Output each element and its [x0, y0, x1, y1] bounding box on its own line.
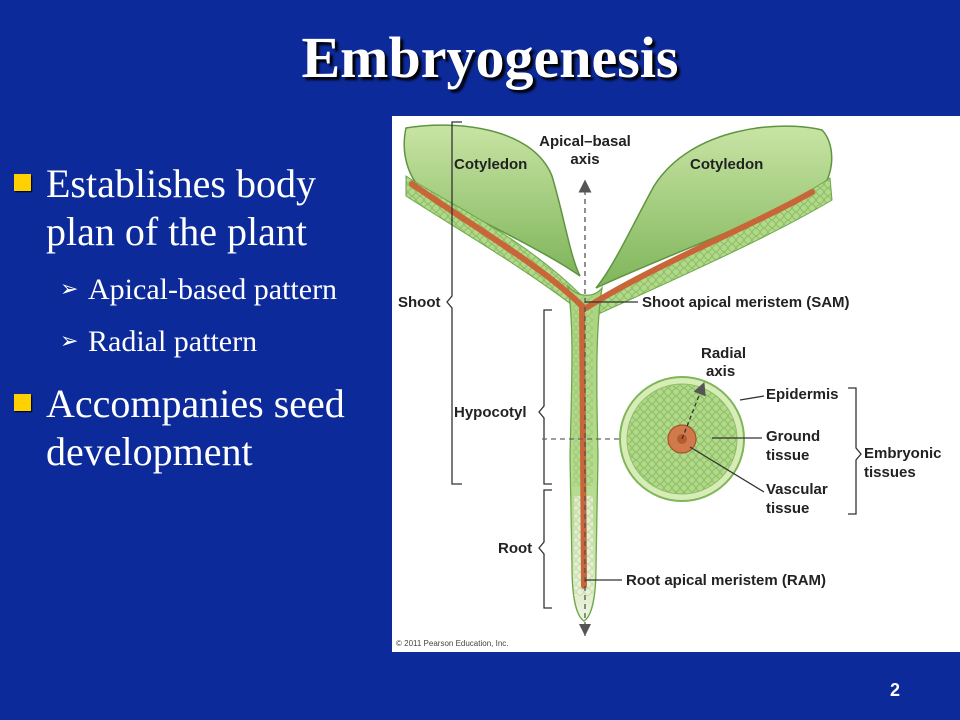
- seedling-diagram: Apical–basal axis Cotyledon Cotyledon Sh…: [396, 121, 942, 648]
- sub-bullet-arrow-icon: ➢: [60, 277, 79, 302]
- sub-bullet-apical-based: Apical-based pattern: [88, 273, 338, 306]
- cotyledon-left-label: Cotyledon: [454, 156, 527, 173]
- shoot-bracket: [446, 121, 462, 485]
- radial-axis-line: [681, 381, 706, 440]
- vascular-tissue-label: Vascular: [766, 481, 828, 498]
- ram-label: Root apical meristem (RAM): [626, 572, 826, 589]
- shoot-label: Shoot: [398, 294, 441, 311]
- embryonic-tissues-bracket: [848, 387, 862, 515]
- copyright-text: © 2011 Pearson Education, Inc.: [396, 639, 508, 648]
- radial-axis-label: Radial: [701, 345, 746, 362]
- bullet-accompanies-seed: Accompanies seed development: [46, 381, 345, 474]
- hypocotyl-label: Hypocotyl: [454, 404, 527, 421]
- page-number: 2: [889, 680, 900, 700]
- vascular-strand-right: [583, 189, 815, 311]
- root-label: Root: [498, 540, 532, 557]
- vascular-strand: [409, 181, 587, 589]
- bullet-list: Establishes body plan of the plant ➢ Api…: [0, 0, 400, 720]
- epidermis-leader-line: [739, 395, 765, 401]
- ground-tissue-label: Ground: [766, 428, 820, 445]
- slide-title: Embryogenesis: [301, 25, 679, 90]
- apical-basal-axis-label-2: axis: [570, 151, 599, 168]
- axis-bottom-arrow-icon: [579, 624, 591, 636]
- embryo-figure: Apical–basal axis Cotyledon Cotyledon Sh…: [392, 116, 960, 652]
- bullet-establishes-body-plan: Establishes body plan of the plant: [46, 161, 316, 254]
- sub-bullet-radial: Radial pattern: [88, 325, 258, 358]
- embryonic-tissues-label-2: tissues: [864, 464, 916, 481]
- sam-label: Shoot apical meristem (SAM): [642, 294, 850, 311]
- root-bracket: [538, 489, 552, 609]
- sub-bullet-arrow-icon: ➢: [60, 329, 79, 354]
- hypocotyl-bracket: [538, 309, 552, 485]
- bullet-marker: [14, 174, 31, 191]
- embryonic-tissues-label: Embryonic: [864, 445, 942, 462]
- vascular-tissue-label-2: tissue: [766, 500, 809, 517]
- apical-basal-axis-label: Apical–basal: [539, 133, 631, 150]
- vascular-tissue-leader-line: [689, 446, 765, 493]
- ground-tissue-label-2: tissue: [766, 447, 809, 464]
- radial-axis-label-2: axis: [706, 363, 735, 380]
- bullet-marker: [14, 394, 31, 411]
- cotyledon-right-label: Cotyledon: [690, 156, 763, 173]
- epidermis-label: Epidermis: [766, 386, 839, 403]
